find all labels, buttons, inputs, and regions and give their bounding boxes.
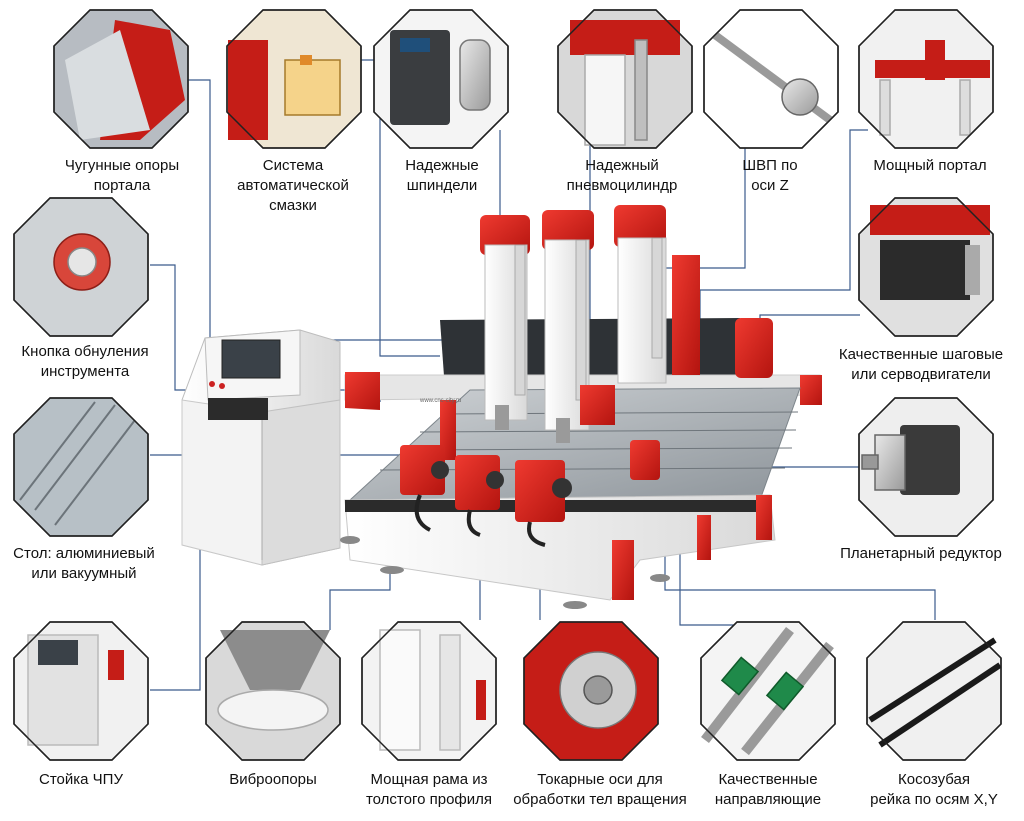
- cnc-keyboard: [208, 398, 268, 420]
- thumb-motors: [858, 197, 994, 337]
- thumb-frame: [361, 621, 497, 761]
- thumb-auto-lubrication: [226, 9, 362, 149]
- leader-motors: [759, 314, 860, 336]
- gantry-motor: [735, 318, 773, 378]
- thumb-tool-zero-button: [13, 197, 149, 337]
- thumb-rotary-axes: [523, 621, 659, 761]
- label-vibration-mounts: Виброопоры: [229, 771, 317, 788]
- thumb-ball-screw: [703, 9, 839, 149]
- thumb-helical-rack: [866, 621, 1002, 761]
- thumb-spindles: [373, 9, 509, 149]
- cnc-monitor: [221, 339, 281, 379]
- leader-vibro: [329, 572, 391, 630]
- label-cnc-rack: Стойка ЧПУ: [39, 771, 123, 788]
- rotary-axes-group: [400, 440, 660, 547]
- machine-badge: www.cnc-city.ru: [419, 398, 461, 404]
- thumb-gantry: [858, 9, 994, 149]
- cnc-machine: [340, 205, 822, 609]
- thumb-table: [13, 397, 149, 537]
- label-gantry: Мощный портал: [873, 157, 987, 174]
- leader-cnc-rack: [150, 508, 201, 691]
- label-planetary-gearbox: Планетарный редуктор: [840, 545, 1002, 562]
- thumb-cnc-rack: [13, 621, 149, 761]
- thumb-pneumatic-cylinder: [557, 9, 693, 149]
- thumb-cast-iron-supports: [53, 9, 189, 149]
- spindle-heads: [480, 205, 773, 443]
- thumb-planetary-gearbox: [858, 397, 994, 537]
- cnc-control-cabinet: [181, 329, 341, 566]
- octagon-thumbnails: [13, 9, 1002, 761]
- thumb-guides: [700, 621, 836, 761]
- thumb-vibration-mounts: [205, 621, 341, 761]
